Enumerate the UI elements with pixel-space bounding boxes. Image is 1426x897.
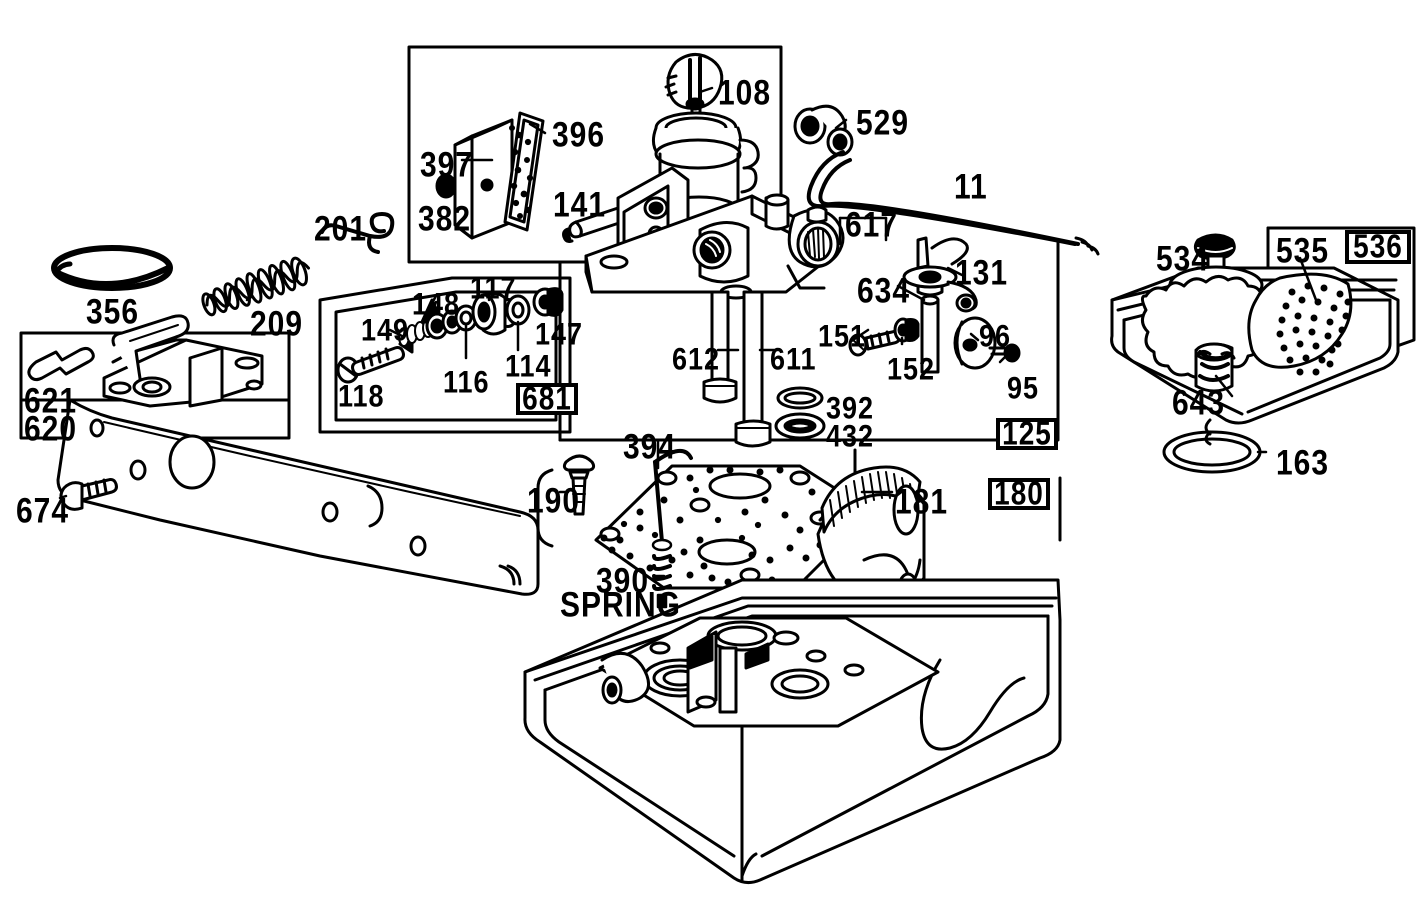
part-209-spring <box>201 256 310 317</box>
part-356-oring <box>51 245 173 291</box>
part-96-disc <box>953 316 997 370</box>
callout-643: 643 <box>1172 384 1226 423</box>
callout-141: 141 <box>553 186 607 225</box>
part-11-fuel-line <box>806 150 1100 256</box>
part-125-carb-body <box>584 193 845 300</box>
callout-131: 131 <box>955 254 1009 293</box>
texture-394-gasket <box>600 466 854 586</box>
leader-lines-681 <box>388 290 520 360</box>
callout-356: 356 <box>86 293 140 332</box>
part-390-spring <box>651 449 693 609</box>
part-611-bolt <box>734 290 772 448</box>
callout-634: 634 <box>857 272 911 311</box>
callout-148: 148 <box>412 286 461 322</box>
part-620-bracket <box>56 314 554 596</box>
callout-116: 116 <box>443 364 490 400</box>
part-529-elbow <box>793 104 854 157</box>
callout-209: 209 <box>250 305 304 344</box>
callout-432: 432 <box>826 418 875 454</box>
callout-108: 108 <box>718 74 772 113</box>
part-fuel-bowl <box>523 578 1062 885</box>
part-95-screw <box>988 343 1021 363</box>
callout-163: 163 <box>1276 444 1330 483</box>
boxed-callout-681-text: 681 <box>522 380 572 417</box>
part-118-screw <box>336 338 414 384</box>
boxed-callout-681: 681 <box>516 380 578 417</box>
part-621-clip <box>27 346 95 382</box>
callout-397: 397 <box>420 146 474 185</box>
callout-621: 621 <box>24 382 78 421</box>
part-148-seat <box>420 298 478 340</box>
part-131-lever <box>902 236 978 313</box>
callout-390-spring-word: SPRING <box>560 586 682 625</box>
callout-394: 394 <box>623 428 677 467</box>
texture-535-screen <box>1276 282 1352 376</box>
callout-396: 396 <box>552 116 606 155</box>
callout-382: 382 <box>418 200 472 239</box>
callout-535: 535 <box>1276 232 1330 271</box>
part-535-tank <box>1110 233 1400 425</box>
callout-149: 149 <box>361 312 410 348</box>
callout-181: 181 <box>895 483 949 522</box>
boxed-callout-125: 125 <box>996 415 1058 452</box>
boxed-callout-536-text: 536 <box>1353 228 1403 265</box>
part-432-seal <box>774 412 826 440</box>
callout-611: 611 <box>770 341 817 377</box>
part-201-link-rod <box>320 212 395 254</box>
part-612-bolt <box>702 290 738 404</box>
boxed-callout-180: 180 <box>988 475 1050 512</box>
part-392-washer <box>776 386 824 410</box>
boxed-callout-536: 536 <box>1345 228 1411 265</box>
callout-152: 152 <box>887 351 936 387</box>
callout-620: 620 <box>24 410 78 449</box>
callout-612: 612 <box>672 341 721 377</box>
callout-392: 392 <box>826 390 875 426</box>
part-147-plug <box>532 287 564 317</box>
boxed-callout-180-text: 180 <box>994 475 1044 512</box>
callout-201: 201 <box>314 210 368 249</box>
callout-114: 114 <box>505 348 552 384</box>
part-190-screw <box>562 454 596 516</box>
part-163-gasket <box>1162 418 1262 474</box>
callout-674: 674 <box>16 492 70 531</box>
part-674-bolt <box>59 478 118 511</box>
callout-117: 117 <box>470 270 517 306</box>
callout-95: 95 <box>1007 370 1040 406</box>
callout-151: 151 <box>818 318 867 354</box>
callout-529: 529 <box>856 104 910 143</box>
callout-617: 617 <box>845 206 899 245</box>
part-114-washer <box>505 294 531 326</box>
callout-190: 190 <box>527 482 581 521</box>
boxed-callout-125-text: 125 <box>1002 415 1052 452</box>
leader-lines <box>58 86 1318 578</box>
callout-390: 390 <box>596 562 650 601</box>
callout-534: 534 <box>1156 240 1210 279</box>
callout-96: 96 <box>979 318 1012 354</box>
texture-396 <box>509 125 534 219</box>
part-152-spacer <box>893 317 920 343</box>
frame-681 <box>318 276 572 434</box>
callout-11: 11 <box>954 168 988 207</box>
callout-147: 147 <box>535 316 584 352</box>
callout-118: 118 <box>338 378 385 414</box>
